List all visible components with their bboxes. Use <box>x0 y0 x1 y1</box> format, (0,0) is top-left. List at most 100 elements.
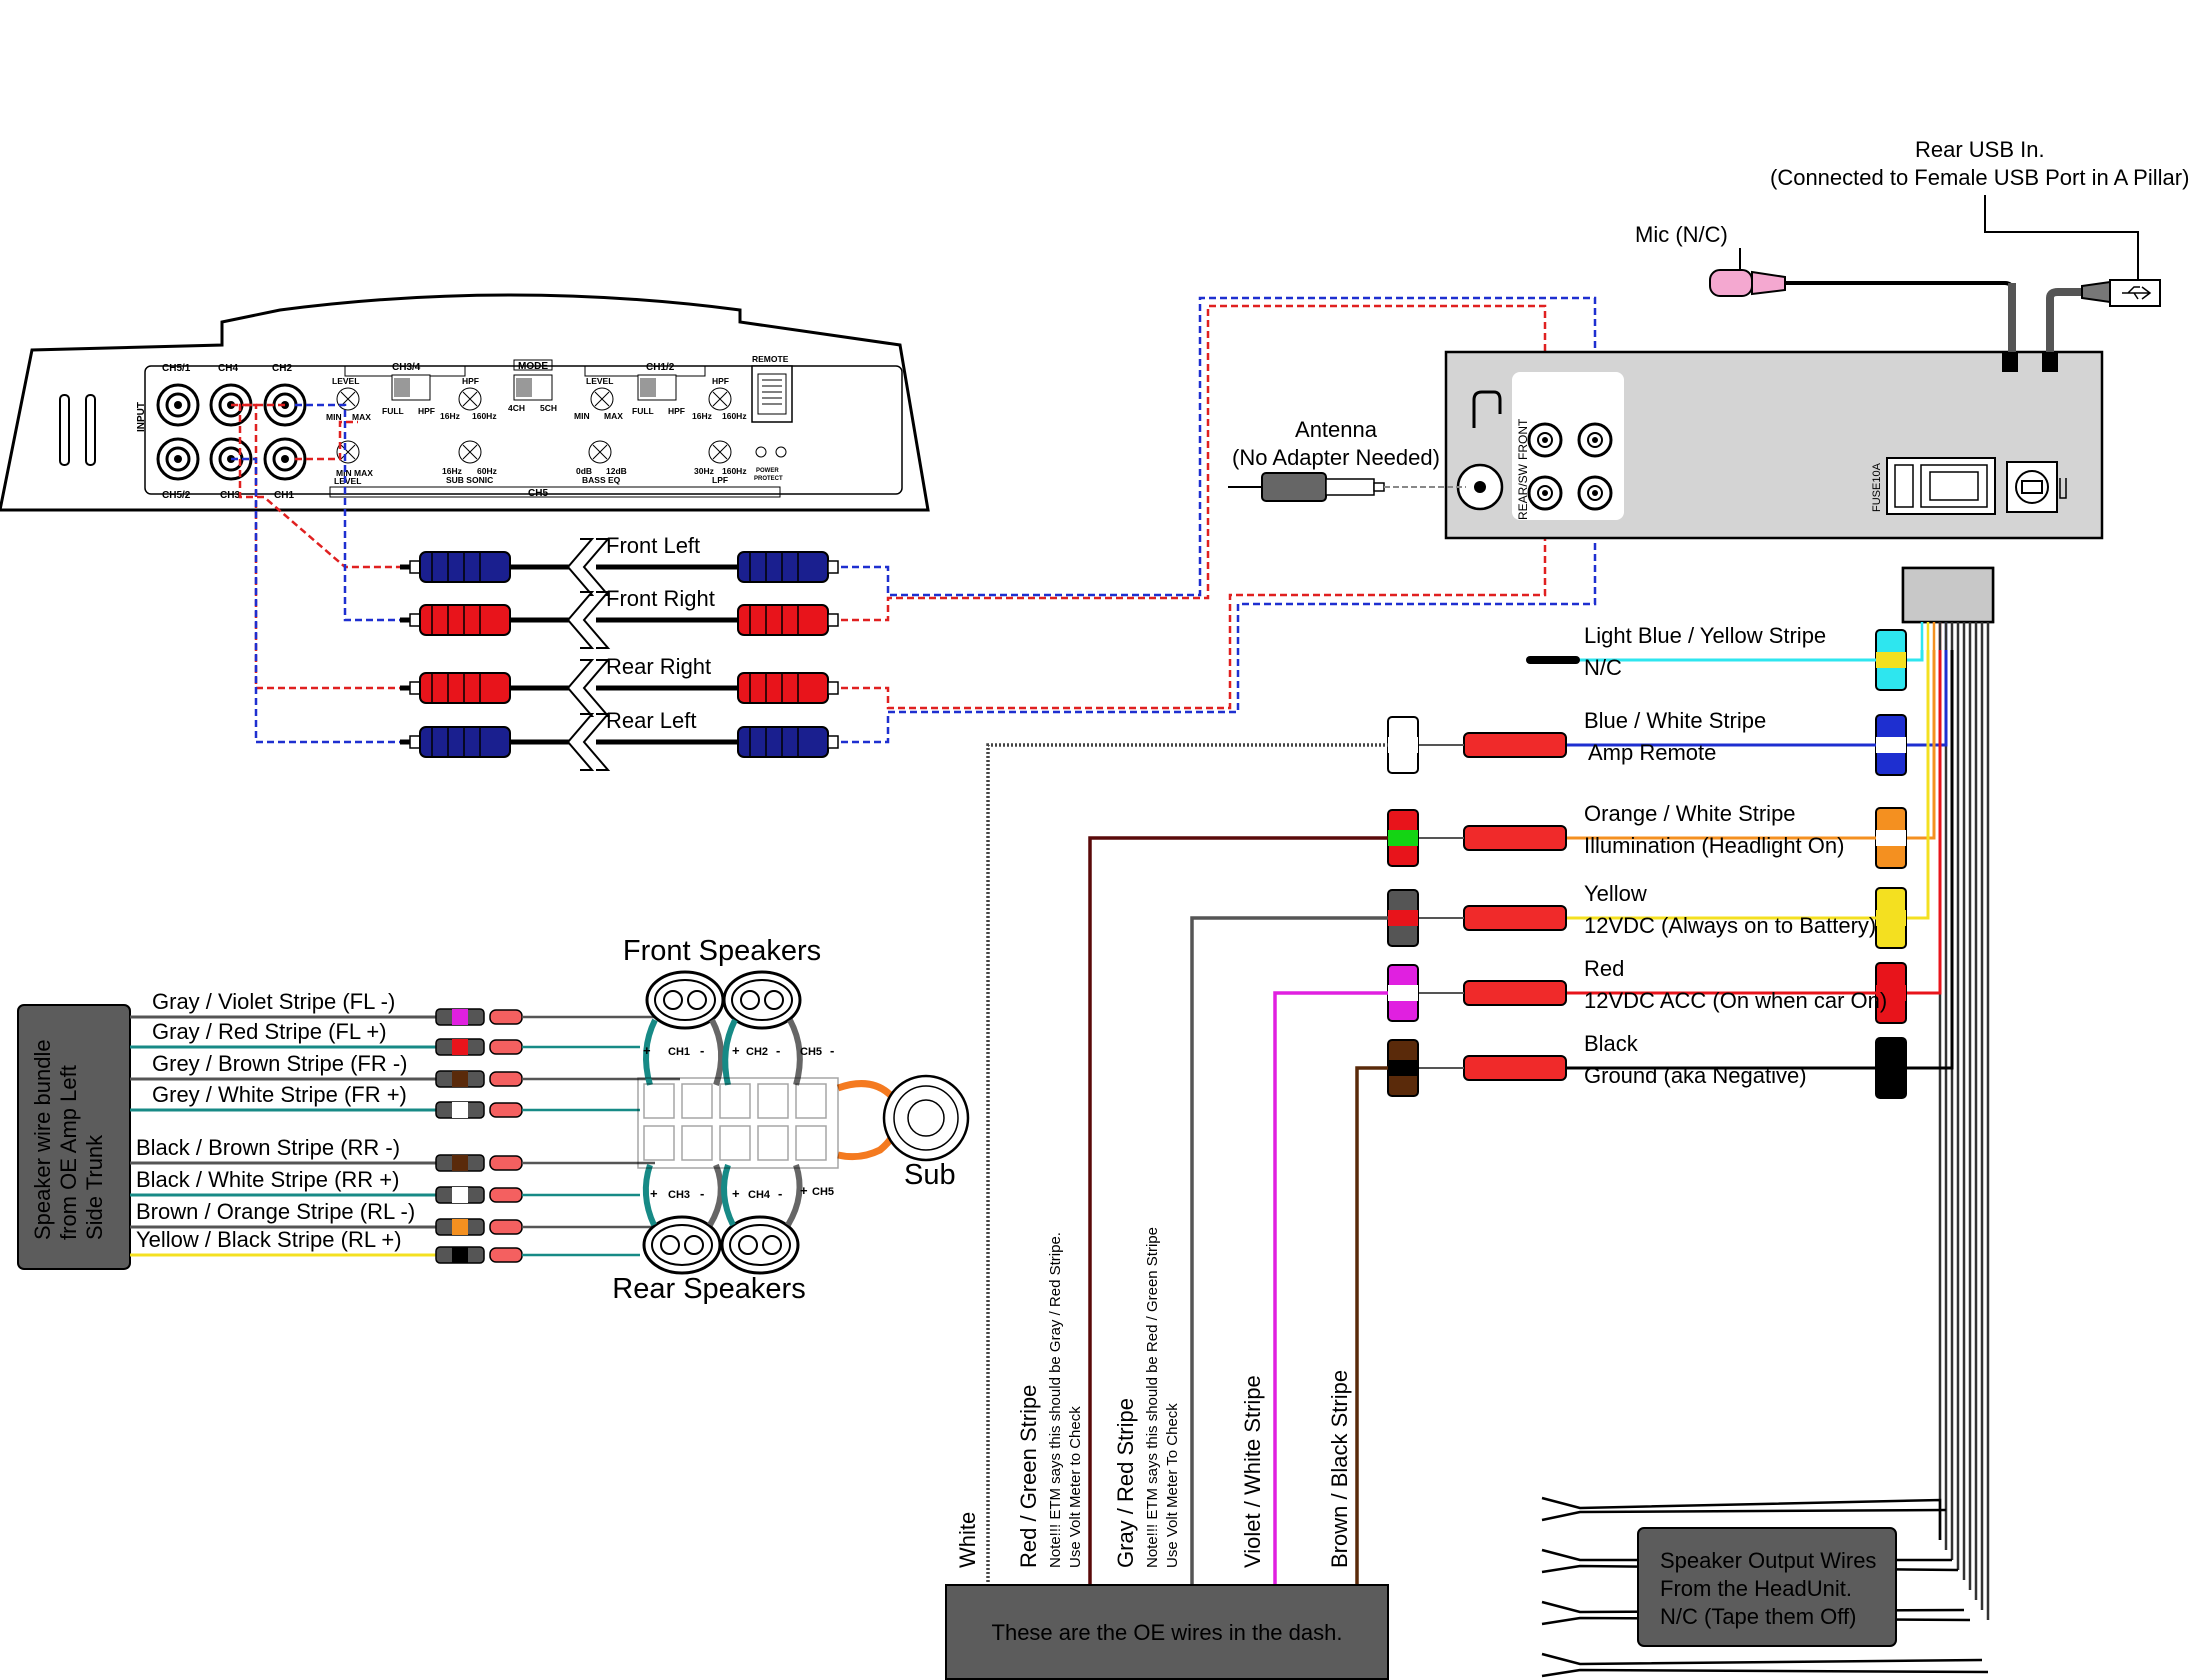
amp-ch2-label: CH2 <box>272 363 292 374</box>
amp-input-label: INPUT <box>136 402 147 432</box>
amp-ch52-label: CH5/2 <box>162 490 191 501</box>
speaker-ch4 <box>720 1215 800 1275</box>
amp-jack-ch1 <box>263 437 307 481</box>
amp-knob-subsonic[interactable] <box>458 440 482 464</box>
speaker-wire: Grey / White Stripe (FR +) <box>130 1082 640 1119</box>
amp-ch34-label: CH3/4 <box>392 362 421 373</box>
amp-full-2: FULL <box>632 406 654 416</box>
amp-knob-level-34[interactable] <box>336 387 360 411</box>
amp-knob-basseq[interactable] <box>588 440 612 464</box>
harness-wire-color: Yellow <box>1584 881 1647 906</box>
harness-wire-color: Red <box>1584 956 1624 981</box>
speaker-wire-label: Black / White Stripe (RR +) <box>136 1167 399 1192</box>
hu-ground-hook-icon <box>1472 390 1502 428</box>
amp-min-2: MIN <box>574 411 590 421</box>
oe-wire-violet-white <box>1273 991 1388 1590</box>
amp-level-label-2: LEVEL <box>586 376 613 386</box>
amp-knob-level-5[interactable] <box>336 440 360 464</box>
amp-remote-label: REMOTE <box>752 354 789 364</box>
speaker-wire-label: Black / Brown Stripe (RR -) <box>136 1135 400 1160</box>
amp-knob-hpf-12[interactable] <box>708 387 732 411</box>
amp-ch1-label: CH1 <box>274 490 294 501</box>
rca-signal-wires <box>231 296 1597 744</box>
speaker-wire: Brown / Orange Stripe (RL -) <box>130 1199 655 1236</box>
hu-jack-rear-left[interactable] <box>1577 475 1613 511</box>
usb-note: (Connected to Female USB Port in A Pilla… <box>1770 165 2189 190</box>
subwoofer <box>882 1074 970 1162</box>
speaker-bundle-box <box>17 1004 131 1270</box>
harness-wire-color: Light Blue / Yellow Stripe <box>1584 623 1826 648</box>
rca-cable: Front Left <box>400 533 839 596</box>
amp-30hz: 30Hz <box>694 466 714 476</box>
oe-label-violet-white: Violet / White Stripe <box>1240 1375 1265 1568</box>
amp-subsonic-label: SUB SONIC <box>446 475 493 485</box>
wire-rr-to-hu <box>830 493 1547 710</box>
amp-4ch: 4CH <box>508 403 525 413</box>
harness-wire-color: Orange / White Stripe <box>1584 801 1796 826</box>
antenna-title: Antenna <box>1295 417 1378 442</box>
amp-hpf-label-1: HPF <box>462 376 479 386</box>
speaker-wire: Gray / Violet Stripe (FL -) <box>130 989 655 1026</box>
oe-wire-red-green <box>1088 836 1388 1590</box>
wire-ch2-blue <box>295 403 410 622</box>
usb-symbol-icon <box>2122 286 2152 300</box>
speaker-ch1 <box>645 970 725 1030</box>
wire-ch1-red <box>295 420 358 461</box>
speaker-wire-label: Grey / Brown Stripe (FR -) <box>152 1051 407 1076</box>
speaker-ch3 <box>642 1215 722 1275</box>
amp-level-label-1: LEVEL <box>332 376 359 386</box>
amplifier: INPUT CH5/1 CH4 CH2 CH5/2 CH3 CH1 CH3/4 … <box>0 293 930 512</box>
bundle-line3: Side Trunk <box>82 1134 107 1240</box>
harness-strands <box>1920 622 1990 1620</box>
mic-label: Mic (N/C) <box>1635 222 1728 247</box>
amp-basseq-label: BASS EQ <box>582 475 621 485</box>
oe-label-white: White <box>955 1512 980 1568</box>
oe-wire-gray-red <box>1190 916 1388 1590</box>
hu-jack-front-left[interactable] <box>1577 422 1613 458</box>
amp-0db: 0dB <box>576 466 592 476</box>
oe-wires-box-label: These are the OE wires in the dash. <box>992 1620 1343 1645</box>
amp-5ch: 5CH <box>540 403 557 413</box>
amp-160hz-2: 160Hz <box>722 411 747 421</box>
ch2-minus: - <box>776 1043 780 1058</box>
speaker-wires: Gray / Violet Stripe (FL -)Gray / Red St… <box>130 989 680 1264</box>
mic-usb-leads: Mic (N/C) Rear USB In. (Connected to Fem… <box>1635 137 2189 352</box>
head-unit: FRONT REAR/SW FUSE10A <box>1444 350 2104 540</box>
oe-dash-wires <box>986 743 1388 1590</box>
oe-wires-box <box>945 1584 1389 1680</box>
oe-wire-brown-black <box>1355 1066 1388 1590</box>
rca-cable-label: Front Right <box>606 586 715 611</box>
speaker-wire-label: Grey / White Stripe (FR +) <box>152 1082 407 1107</box>
harness-plug <box>1901 566 1995 1620</box>
hu-jack-rear-right[interactable] <box>1527 475 1563 511</box>
hu-antenna-jack[interactable] <box>1456 463 1504 511</box>
ch1-plus: + <box>643 1043 651 1058</box>
oe-label-red-green-note2: Use Volt Meter to Check <box>1067 1406 1084 1568</box>
hu-jack-front-right[interactable] <box>1527 422 1563 458</box>
oe-label-red-green: Red / Green Stripe <box>1016 1385 1041 1568</box>
amp-ch4-label: CH4 <box>218 363 238 374</box>
amp-max-3: MAX <box>354 468 373 478</box>
ch4-plus: + <box>732 1186 740 1201</box>
amp-60hz: 60Hz <box>477 466 497 476</box>
amp-power-label: POWER <box>756 468 779 474</box>
oe-label-red-green-note1: Note!!! ETM says this should be Gray / R… <box>1047 1232 1064 1568</box>
amp-12db: 12dB <box>606 466 627 476</box>
amp-knob-level-12[interactable] <box>590 387 614 411</box>
harness-wire-function: N/C <box>1584 655 1622 680</box>
amp-knob-hpf-34[interactable] <box>458 387 482 411</box>
usb-title: Rear USB In. <box>1915 137 2045 162</box>
rear-speakers-title: Rear Speakers <box>612 1273 805 1305</box>
speaker-wire-label: Gray / Violet Stripe (FL -) <box>152 989 395 1014</box>
wire-fr-to-hu <box>830 304 1547 622</box>
oe-label-gray-red-note1: Note!!! ETM says this should be Red / Gr… <box>1144 1227 1161 1568</box>
speaker-output-line3: N/C (Tape them Off) <box>1660 1604 1856 1629</box>
rca-cable-label: Rear Left <box>606 708 697 733</box>
harness-wire-color: Black <box>1584 1031 1639 1056</box>
amp-knob-lpf[interactable] <box>708 440 732 464</box>
ch1-label: CH1 <box>668 1046 690 1058</box>
speaker-ch2 <box>722 970 802 1030</box>
bundle-line2: from OE Amp Left <box>56 1065 81 1240</box>
wire-fl-to-hu <box>830 296 1597 597</box>
wire-ch3-blue <box>231 457 410 744</box>
